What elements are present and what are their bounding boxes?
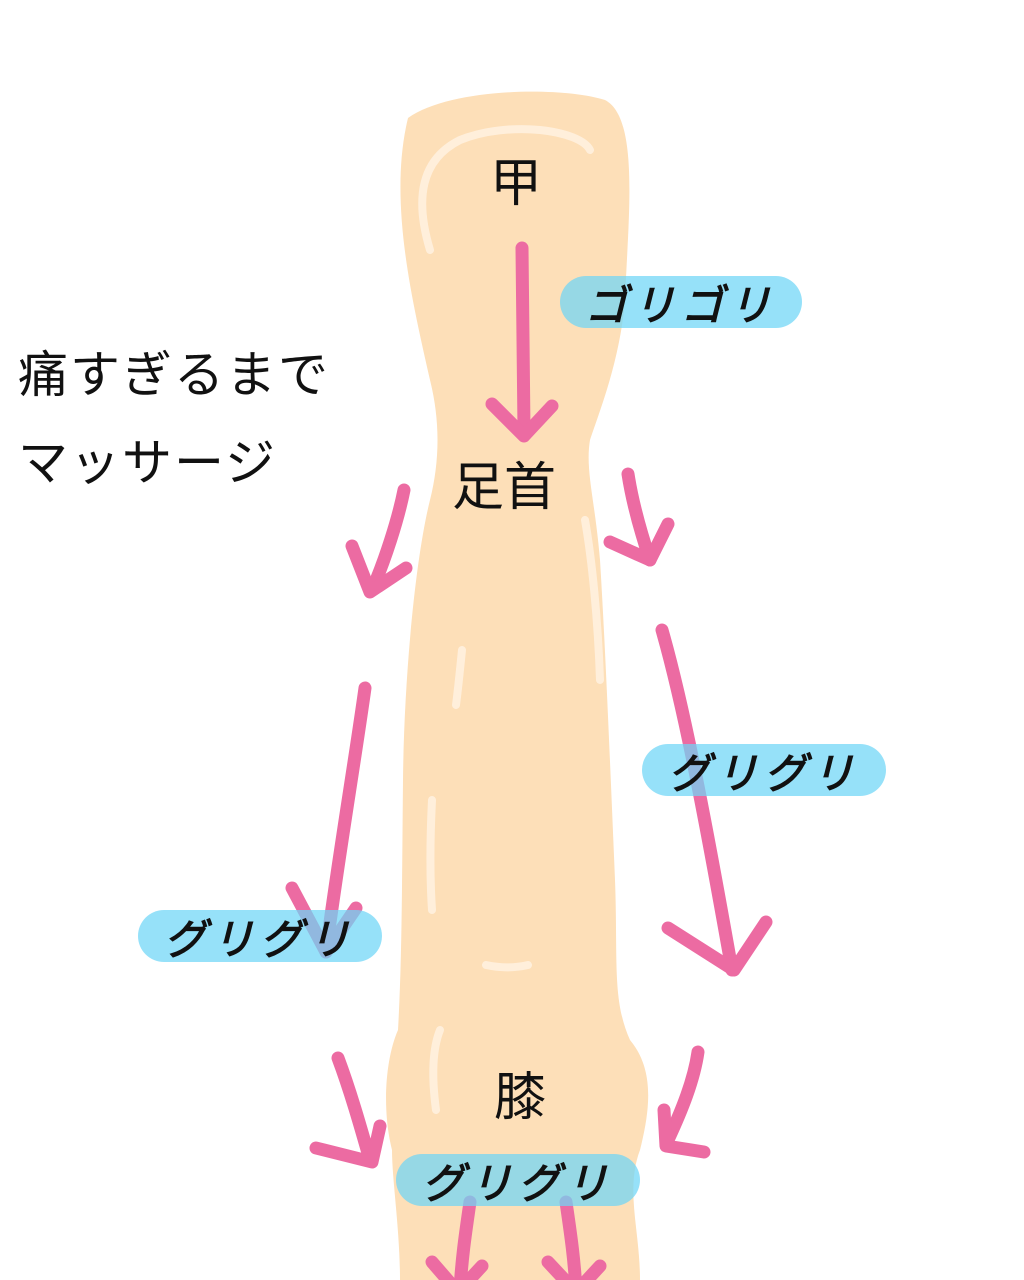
arrow-knee-right <box>657 1045 711 1159</box>
leg-shape <box>386 91 649 1280</box>
label-ankle: 足首 <box>452 458 557 518</box>
leg-highlight-calf <box>482 961 532 972</box>
instruction-line-2: マッサージ <box>18 434 277 492</box>
instruction-line-1: 痛すぎるまで <box>18 346 330 404</box>
label-knee: 膝 <box>494 1068 547 1128</box>
arrow-instep-to-ankle <box>485 241 559 443</box>
arrow-ankle-left <box>345 483 413 599</box>
leg-highlight-shin <box>581 516 604 684</box>
leg-highlight-left <box>452 646 466 709</box>
leg-highlight-shin-left <box>426 796 436 914</box>
arrow-knee-left <box>309 1051 387 1169</box>
label-instep: 甲 <box>490 154 543 214</box>
arrow-ankle-right <box>603 467 675 567</box>
tag-shin-right-rub: グリグリ <box>642 744 886 798</box>
tag-instep-rub: ゴリゴリ <box>560 276 802 330</box>
leg-highlight-knee <box>429 1026 444 1114</box>
tag-shin-left-rub: グリグリ <box>138 910 382 964</box>
leg-highlight-top <box>418 125 594 254</box>
tag-knee-rub: グリグリ <box>396 1154 640 1208</box>
